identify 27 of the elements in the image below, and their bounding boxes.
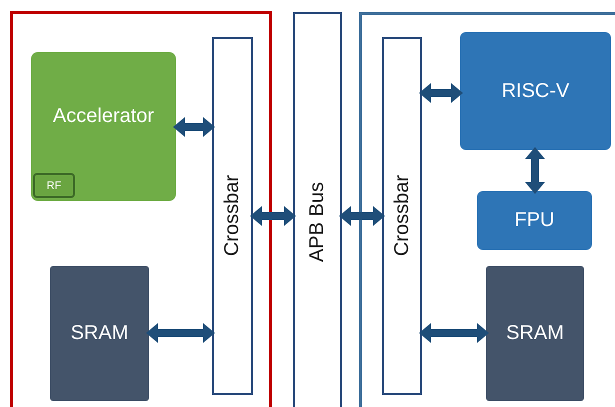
block-label: SRAM	[70, 322, 128, 345]
double-arrow	[339, 206, 385, 226]
memory-block	[50, 266, 149, 401]
block-label: FPU	[514, 209, 554, 232]
block-label: Accelerator	[52, 105, 154, 128]
bus-bar	[212, 37, 253, 395]
group-frame	[10, 11, 272, 407]
double-arrow	[250, 206, 296, 226]
accelerator-block	[31, 52, 176, 201]
bus-bar	[293, 12, 342, 407]
block-label: SRAM	[506, 322, 564, 345]
block-label: Crossbar	[221, 175, 244, 257]
double-arrow	[173, 117, 215, 137]
block-label: RF	[46, 180, 62, 192]
block-label: Crossbar	[390, 175, 414, 257]
double-arrow	[419, 323, 489, 343]
register-block	[33, 173, 75, 198]
bus-bar	[382, 37, 422, 395]
processor-block	[460, 32, 611, 150]
block-label: RISC-V	[502, 80, 570, 102]
memory-block	[486, 266, 584, 401]
block-label: APB Bus	[306, 182, 329, 262]
double-arrow	[146, 323, 215, 343]
double-arrow	[419, 83, 463, 103]
group-frame	[359, 12, 615, 407]
double-arrow	[525, 147, 545, 194]
processor-block	[477, 191, 592, 250]
